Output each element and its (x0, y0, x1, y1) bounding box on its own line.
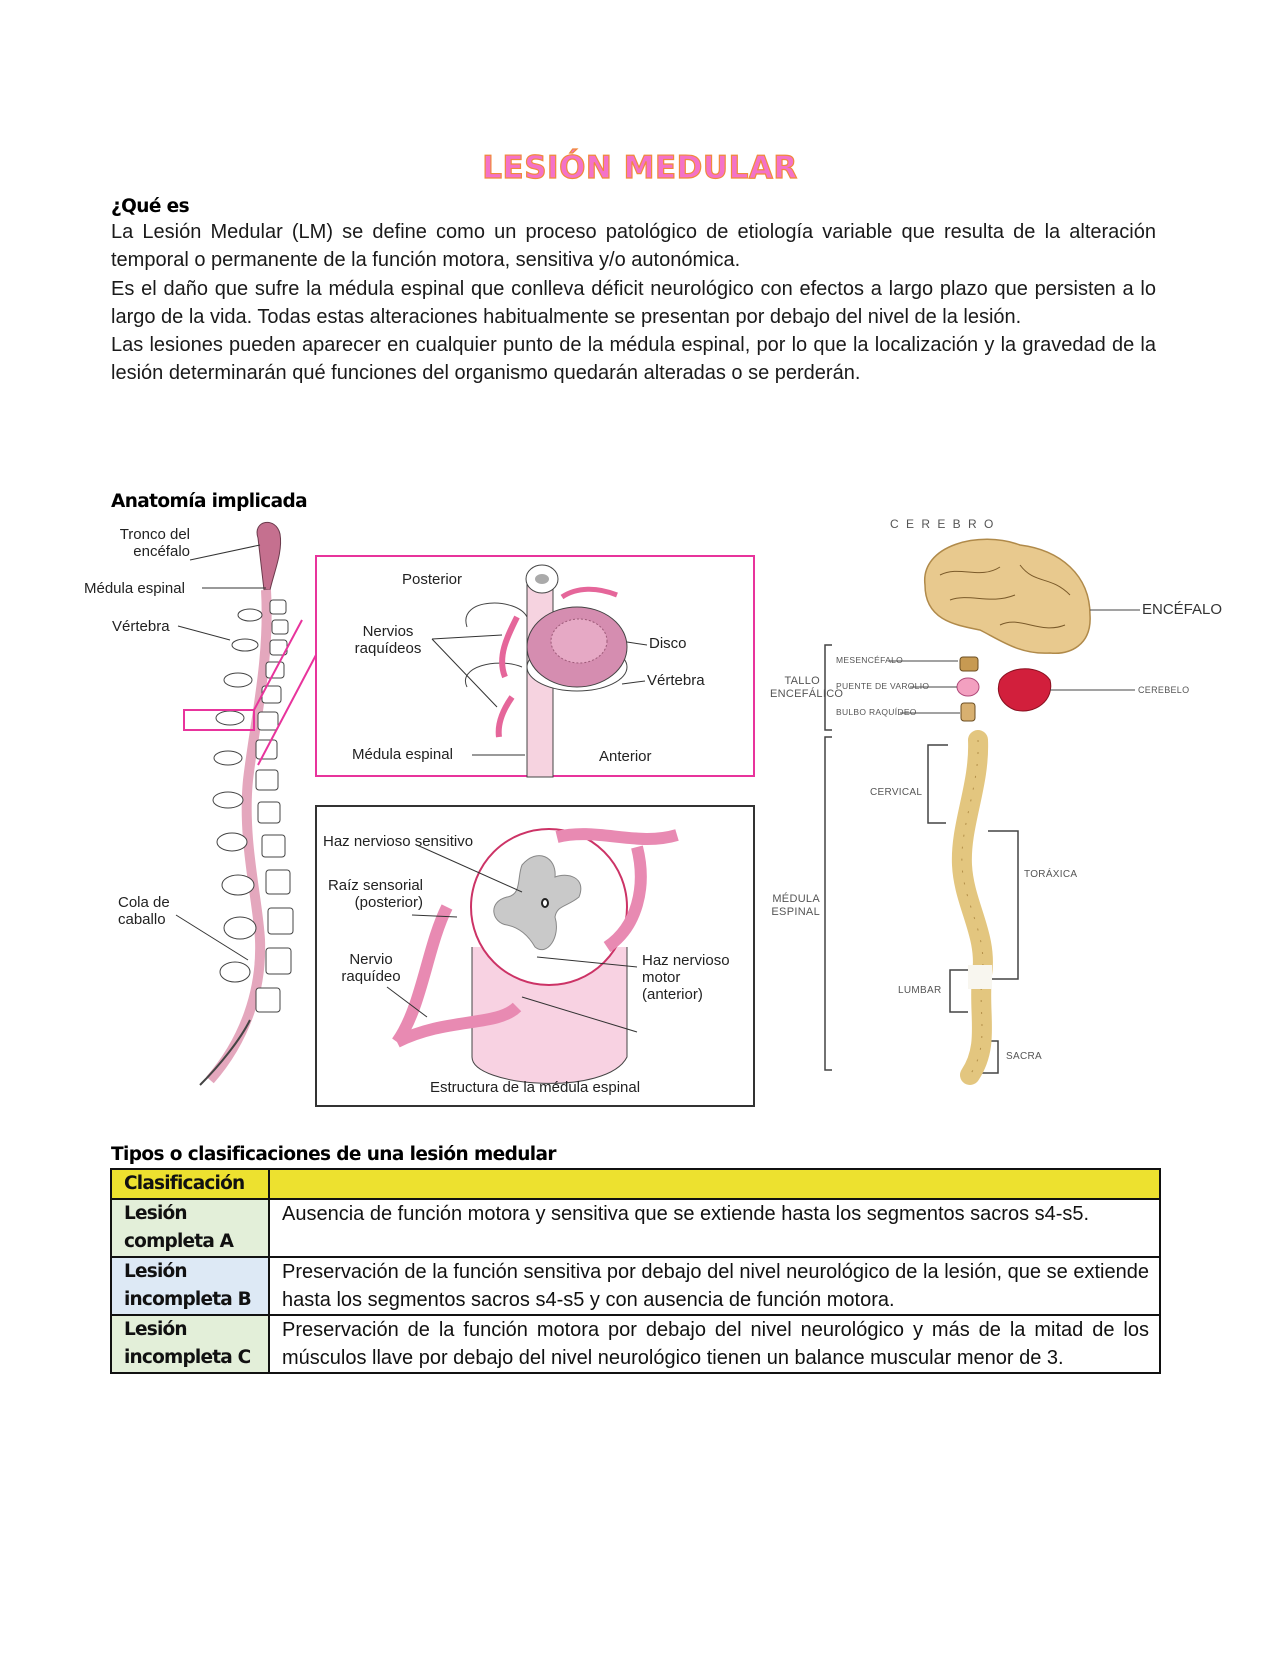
section-heading-anatomia: Anatomía implicada (111, 491, 308, 512)
label-anterior: Anterior (599, 748, 652, 765)
label-cerebro: C E R E B R O (890, 517, 996, 531)
row-key: Lesión incompleta B (110, 1256, 270, 1316)
vertebra-illustration (431, 564, 648, 778)
paragraph: Las lesiones pueden aparecer en cualquie… (111, 334, 1156, 385)
label-cerebelo: CEREBELO (1138, 685, 1190, 695)
label-vertebra-detail: Vértebra (647, 672, 705, 689)
table-row: Lesión incompleta B Preservación de la f… (110, 1256, 1161, 1316)
brain-spine-illustration (824, 538, 1140, 1085)
section-heading-tipos: Tipos o clasificaciones de una lesión me… (111, 1144, 557, 1165)
label-nervio-raquideo: Nervio raquídeo (341, 951, 401, 985)
spine-illustration (175, 522, 303, 1086)
table-header-cell: Clasificación (110, 1168, 270, 1200)
label-lumbar: LUMBAR (898, 985, 942, 996)
highlight-box (183, 709, 255, 731)
cord-illustration (386, 828, 679, 1084)
table-row: Lesión incompleta C Preservación de la f… (110, 1314, 1161, 1374)
row-value: Ausencia de función motora y sensitiva q… (268, 1198, 1161, 1258)
row-key: Lesión completa A (110, 1198, 270, 1258)
label-mesencefalo: MESENCÉFALO (836, 655, 904, 665)
label-posterior: Posterior (402, 571, 463, 588)
paragraph: La Lesión Medular (LM) se define como un… (111, 221, 1156, 272)
row-key: Lesión incompleta C (110, 1314, 270, 1374)
row-value: Preservación de la función sensitiva por… (268, 1256, 1161, 1316)
label-medula-espinal-right: MÉDULA ESPINAL (771, 893, 820, 918)
row-value: Preservación de la función motora por de… (268, 1314, 1161, 1374)
brain-spine-figure: C E R E B R O ENCÉFALO TALLO ENCEFÁLICO … (770, 505, 1240, 1115)
label-tronco-encefalo: Tronco del encéfalo (119, 526, 190, 560)
page-title: LESIÓN MEDULAR (482, 149, 798, 186)
section-heading-que-es: ¿Qué es (111, 196, 190, 217)
vertebra-detail-panel: Posterior Nervios raquídeos Disco Vérteb… (315, 555, 755, 778)
label-cervical: CERVICAL (870, 787, 923, 798)
label-toraxica: TORÁXICA (1024, 869, 1078, 880)
table-header-row: Clasificación (110, 1168, 1161, 1200)
label-encefalo: ENCÉFALO (1142, 601, 1223, 618)
label-medula-detail: Médula espinal (352, 746, 453, 763)
label-tallo-encefalico: TALLO ENCEFÁLICO (770, 675, 844, 700)
label-puente-varolio: PUENTE DE VAROLIO (836, 681, 930, 691)
label-medula-espinal: Médula espinal (84, 580, 185, 597)
classification-table: Clasificación Lesión completa A Ausencia… (110, 1168, 1161, 1374)
label-haz-motor: Haz nervioso motor (anterior) (642, 952, 730, 1003)
caption-estructura: Estructura de la médula espinal (429, 1079, 641, 1096)
cord-structure-panel: Haz nervioso sensitivo Raíz sensorial (p… (315, 805, 755, 1107)
label-vertebra: Vértebra (112, 618, 170, 635)
label-raiz-sensorial: Raíz sensorial (posterior) (327, 877, 423, 911)
connector-line (257, 654, 317, 766)
table-row: Lesión completa A Ausencia de función mo… (110, 1198, 1161, 1258)
label-cola-caballo: Cola de caballo (118, 894, 170, 928)
label-nervios-raquideos: Nervios raquídeos (354, 623, 422, 657)
spine-figure: Tronco del encéfalo Médula espinal Vérte… (80, 520, 310, 1100)
table-header-cell (268, 1168, 1161, 1200)
label-haz-sensitivo: Haz nervioso sensitivo (323, 833, 474, 850)
label-bulbo-raquideo: BULBO RAQUÍDEO (836, 707, 917, 717)
intro-text: La Lesión Medular (LM) se define como un… (111, 218, 1156, 388)
label-disco: Disco (649, 635, 687, 652)
label-sacra: SACRA (1006, 1051, 1042, 1062)
paragraph: Es el daño que sufre la médula espinal q… (111, 277, 1156, 328)
